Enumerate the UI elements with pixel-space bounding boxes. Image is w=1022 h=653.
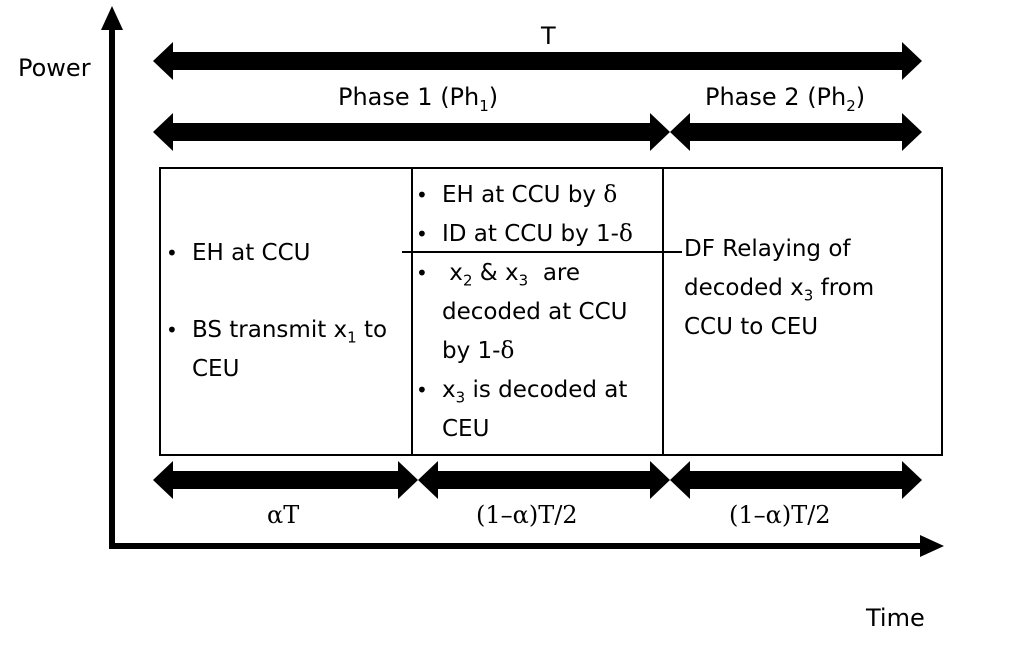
duration-label-2: (1–α)T/2 — [476, 501, 578, 529]
cell-3-line-1: DF Relaying of — [684, 236, 851, 262]
cell-2-bullet-1: • EH at CCU by δ — [416, 176, 661, 215]
bullet-icon: • — [416, 183, 428, 207]
phase-2-label: Phase 2 (Ph2) — [705, 83, 866, 115]
x-axis-label: Time — [866, 604, 925, 632]
duration-label-3: (1–α)T/2 — [729, 501, 831, 529]
cell-2-text: • EH at CCU by δ • ID at CCU by 1-δ • x2… — [416, 176, 661, 449]
bullet-icon: • — [416, 222, 428, 246]
bullet-icon: • — [416, 378, 428, 402]
bullet-icon: • — [166, 241, 178, 265]
cell-3-line-3: CCU to CEU — [684, 314, 819, 340]
cell-1-bullet-1: • EH at CCU — [166, 234, 406, 273]
y-axis-label: Power — [18, 54, 91, 82]
duration-arrow-3 — [670, 461, 922, 499]
double-arrows — [153, 42, 922, 499]
duration-label-1: αT — [267, 501, 300, 529]
duration-arrow-2 — [418, 461, 670, 499]
bullet-icon: • — [166, 318, 178, 342]
period-label: T — [541, 22, 556, 50]
phase-1-label: Phase 1 (Ph1) — [338, 83, 499, 115]
x-axis-arrowhead — [920, 535, 944, 557]
y-axis-arrowhead — [101, 6, 123, 30]
cell-box-3 — [662, 167, 943, 456]
phase-2-arrow — [670, 113, 922, 151]
cell-3-line-2: decoded x3 from — [684, 275, 875, 305]
period-arrow — [153, 42, 922, 80]
duration-arrow-1 — [153, 461, 418, 499]
cell-2-bullet-2: • ID at CCU by 1-δ — [416, 215, 661, 254]
phase-1-arrow — [153, 113, 670, 151]
cell-3-text: DF Relaying of decoded x3 from CCU to CE… — [684, 230, 939, 347]
bullet-icon: • — [416, 261, 428, 285]
